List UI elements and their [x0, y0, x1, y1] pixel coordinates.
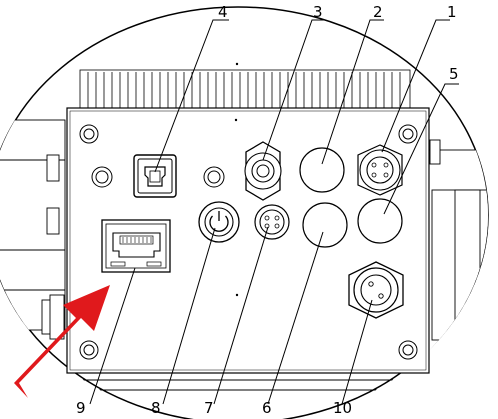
- callout-label-1: 1: [447, 3, 457, 21]
- callout-label-6: 6: [262, 399, 272, 417]
- callout-label-3: 3: [313, 3, 323, 21]
- callout-label-9: 9: [76, 399, 86, 417]
- large-round-connector: [348, 261, 404, 319]
- hex-nut-connector: [244, 141, 282, 201]
- corner-screw-top-left: [79, 124, 99, 144]
- callout-leader-lines: [89, 19, 459, 405]
- callout-label-8: 8: [151, 399, 161, 417]
- leader-line-1: [381, 19, 450, 153]
- right-side-frame: [427, 139, 488, 371]
- blank-plug-2: [299, 147, 345, 193]
- callout-label-4: 4: [218, 3, 228, 21]
- corner-screw-top-right: [398, 124, 418, 144]
- callout-label-7: 7: [204, 399, 214, 417]
- blank-plug-5: [357, 198, 403, 244]
- rj45-ethernet-port: [101, 219, 171, 273]
- leader-line-10: [341, 299, 373, 405]
- callout-label-5: 5: [449, 65, 459, 83]
- callout-label-2: 2: [373, 3, 383, 21]
- leader-line-4: [154, 19, 229, 173]
- corner-screw-bottom-right: [398, 340, 418, 360]
- leader-line-3: [262, 19, 326, 161]
- power-button: [198, 201, 240, 243]
- bottom-frame: [60, 371, 440, 391]
- standoff-middle: [203, 166, 225, 188]
- leader-line-5: [383, 83, 459, 215]
- left-side-frame: [0, 119, 66, 340]
- standoff-left: [91, 166, 113, 188]
- leader-line-6: [267, 231, 324, 405]
- circular-connector-7: [254, 204, 290, 240]
- heatsink-fins: [79, 69, 411, 113]
- callout-label-10: 10: [333, 399, 352, 417]
- device-body: [0, 69, 488, 391]
- leader-line-2: [321, 19, 384, 165]
- usb-b-port: [133, 154, 177, 198]
- red-arrow: [14, 285, 110, 398]
- leader-line-8: [162, 227, 216, 405]
- callout-labels: 1 2 3 4 5 6 7 8 9 10: [76, 3, 459, 417]
- circular-connector-1: [357, 144, 403, 196]
- leader-line-7: [213, 226, 269, 405]
- blank-plug-6: [302, 202, 348, 248]
- corner-screw-bottom-left: [79, 340, 99, 360]
- leader-line-9: [89, 267, 136, 405]
